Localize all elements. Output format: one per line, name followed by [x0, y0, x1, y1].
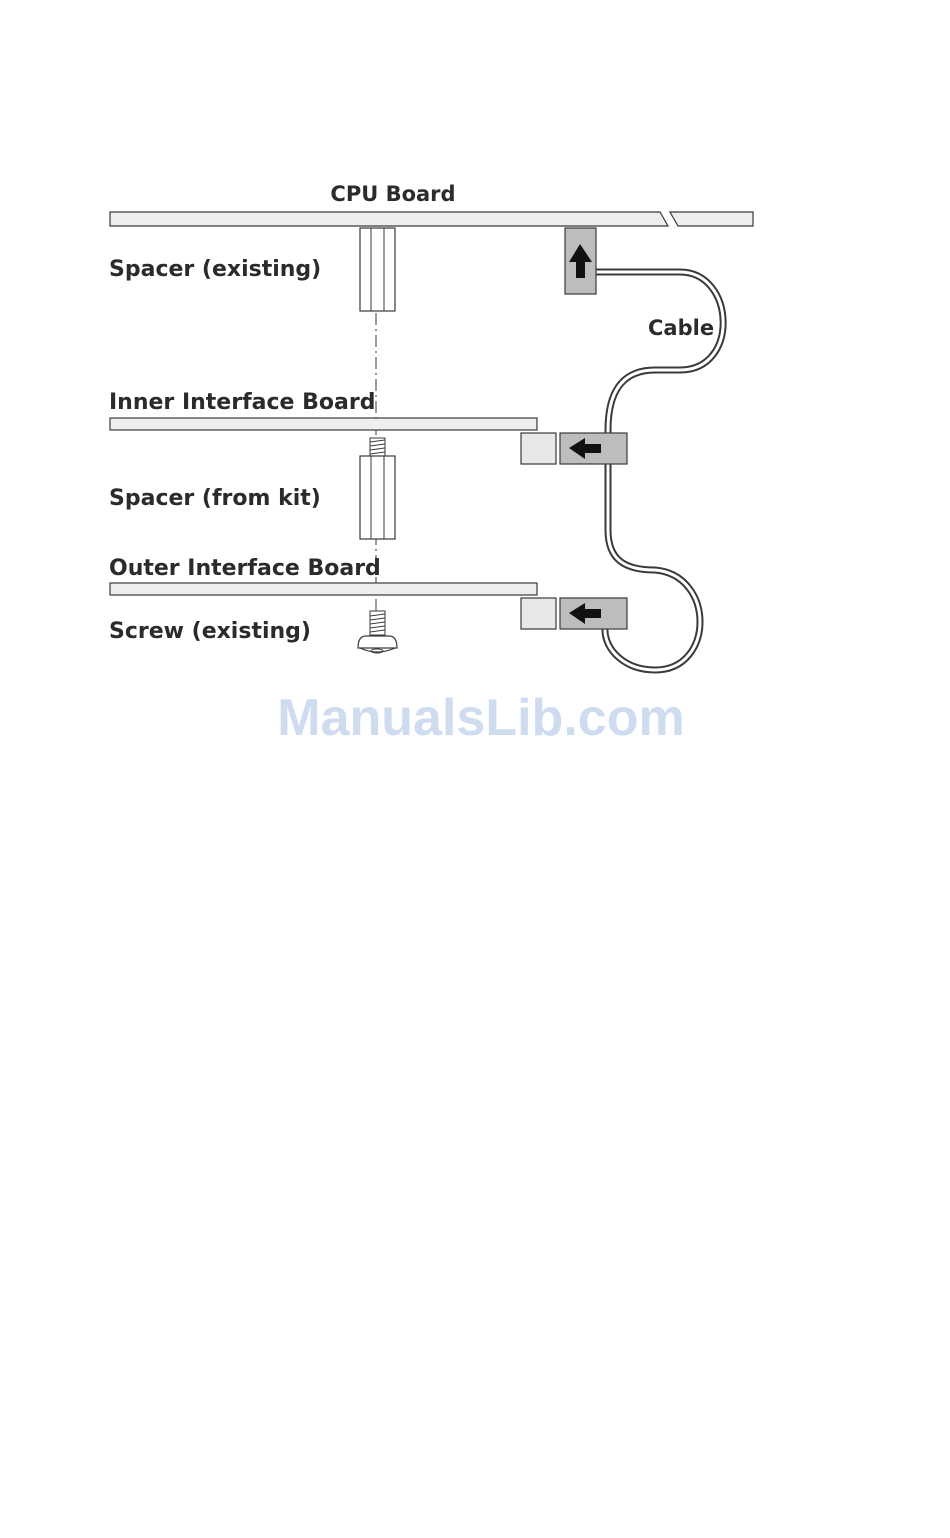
outer-board-socket — [521, 598, 556, 629]
inner-interface-board — [110, 418, 537, 430]
outer-connector — [560, 598, 627, 629]
cpu-board-label: CPU Board — [330, 182, 455, 206]
spacer-from-kit — [360, 456, 395, 539]
inner-interface-board-label: Inner Interface Board — [109, 390, 375, 415]
inner-connector — [560, 433, 627, 464]
watermark: ManualsLib.com — [277, 689, 684, 747]
cpu-connector — [565, 228, 596, 294]
spacer-existing-label: Spacer (existing) — [109, 257, 321, 282]
outer-interface-board-label: Outer Interface Board — [109, 556, 381, 581]
screw-existing — [358, 611, 397, 653]
outer-interface-board — [110, 583, 537, 595]
cpu-board — [110, 212, 753, 226]
cable-label: Cable — [648, 316, 714, 340]
spacer-from-kit-thread — [370, 438, 385, 456]
spacer-existing — [360, 228, 395, 311]
screw-existing-label: Screw (existing) — [109, 619, 311, 644]
inner-board-socket — [521, 433, 556, 464]
spacer-from-kit-label: Spacer (from kit) — [109, 486, 321, 511]
